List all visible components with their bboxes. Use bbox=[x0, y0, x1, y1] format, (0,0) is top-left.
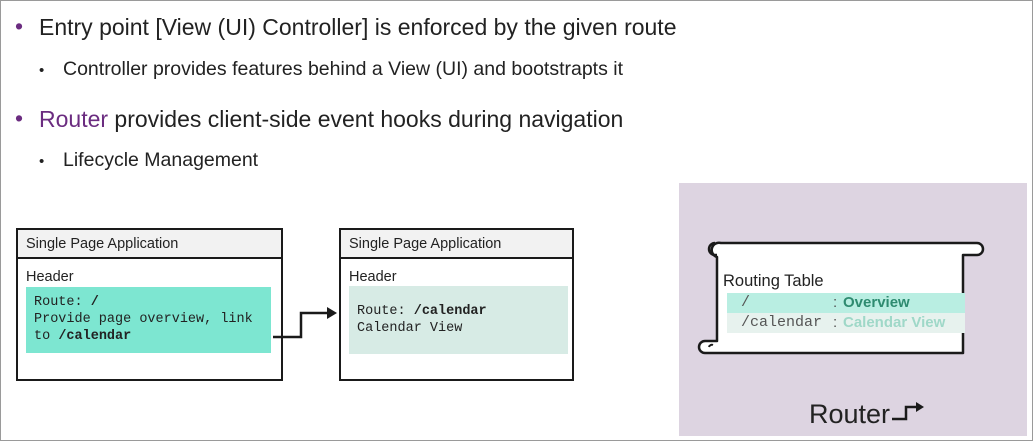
route-view-calendar: Route: /calendar Calendar View bbox=[349, 286, 568, 354]
router-label: Router bbox=[809, 399, 891, 429]
route-view-overview: Route: / Provide page overview, link to … bbox=[26, 287, 271, 353]
spa-window-overview: Single Page Application Header Route: / … bbox=[16, 228, 283, 381]
spa-title: Single Page Application bbox=[18, 230, 281, 259]
bullet-dot: • bbox=[15, 13, 24, 39]
bullet-dot: • bbox=[39, 153, 45, 170]
bullet-dot: • bbox=[15, 105, 24, 131]
spa-title: Single Page Application bbox=[341, 230, 572, 259]
routing-table-title: Routing Table bbox=[723, 272, 824, 290]
spa-header: Header bbox=[26, 269, 74, 285]
spa-header: Header bbox=[349, 269, 397, 285]
routing-row-calendar: /calendar : Calendar View bbox=[727, 313, 965, 333]
bullet-lifecycle: Lifecycle Management bbox=[63, 149, 259, 171]
router-bullet-text: provides client-side event hooks during … bbox=[108, 106, 624, 132]
bullet-router: Router provides client-side event hooks … bbox=[39, 106, 623, 133]
router-panel: Routing Table / : Overview /calendar : C… bbox=[679, 183, 1027, 436]
bullet-controller: Controller provides features behind a Vi… bbox=[63, 58, 624, 80]
bullet-dot: • bbox=[39, 62, 45, 79]
arrow-right-icon bbox=[273, 307, 337, 339]
spa-window-calendar: Single Page Application Header Route: /c… bbox=[339, 228, 574, 381]
router-highlight: Router bbox=[39, 106, 109, 132]
routing-row-overview: / : Overview bbox=[727, 293, 965, 313]
bullet-entry-point: Entry point [View (UI) Controller] is en… bbox=[39, 14, 677, 40]
router-arrow-icon bbox=[892, 402, 924, 421]
calendar-link[interactable]: /calendar bbox=[58, 329, 132, 344]
